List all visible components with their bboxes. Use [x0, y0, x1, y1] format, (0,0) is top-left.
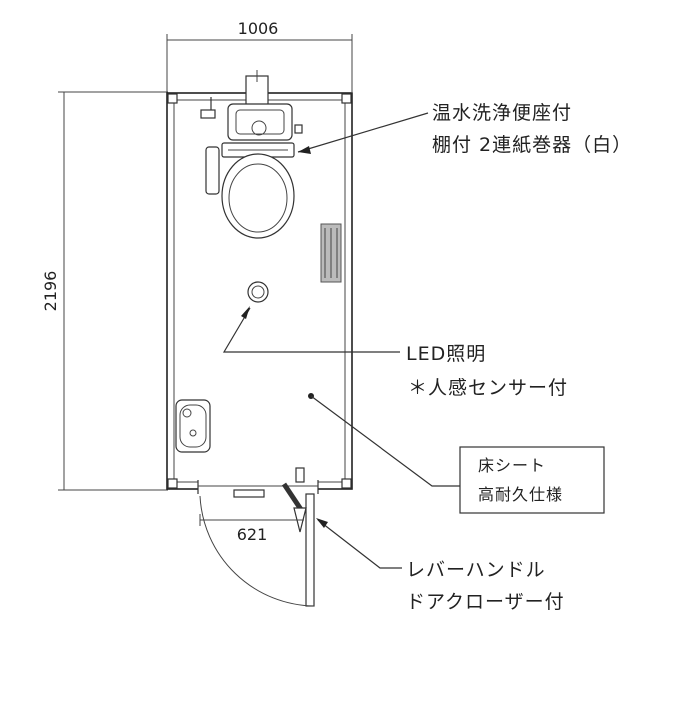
vent-louver-icon: [320, 223, 342, 283]
depth-dimension: 2196: [41, 91, 168, 491]
wash-basin-icon: [175, 399, 211, 453]
door-label-line1: レバーハンドル: [406, 559, 546, 581]
width-dimension-label: 1006: [238, 19, 279, 38]
door-leader: [316, 518, 402, 569]
floor-label-line2: 高耐久仕様: [478, 485, 563, 504]
led-light-icon: [247, 281, 269, 303]
floor-label-box: [459, 446, 605, 514]
toilet-label-line1: 温水洗浄便座付: [432, 102, 572, 124]
toilet-leader: [297, 112, 429, 154]
depth-dimension-label: 2196: [41, 271, 60, 312]
door-label-line2: ドアクローザー付: [406, 591, 565, 613]
floor-label-line1: 床シート: [478, 456, 546, 475]
light-label-line2: ＊人感センサー付: [408, 377, 568, 399]
width-dimension: 1006: [166, 19, 353, 92]
door-width-dimension: 621: [199, 514, 304, 544]
toilet-icon: [200, 70, 303, 239]
floor-leader: [310, 395, 605, 514]
door-width-label: 621: [237, 525, 268, 544]
toilet-label-line2: 棚付 2連紙巻器（白）: [432, 134, 632, 156]
light-leader: [222, 306, 400, 353]
light-label-line1: LED照明: [406, 343, 486, 365]
